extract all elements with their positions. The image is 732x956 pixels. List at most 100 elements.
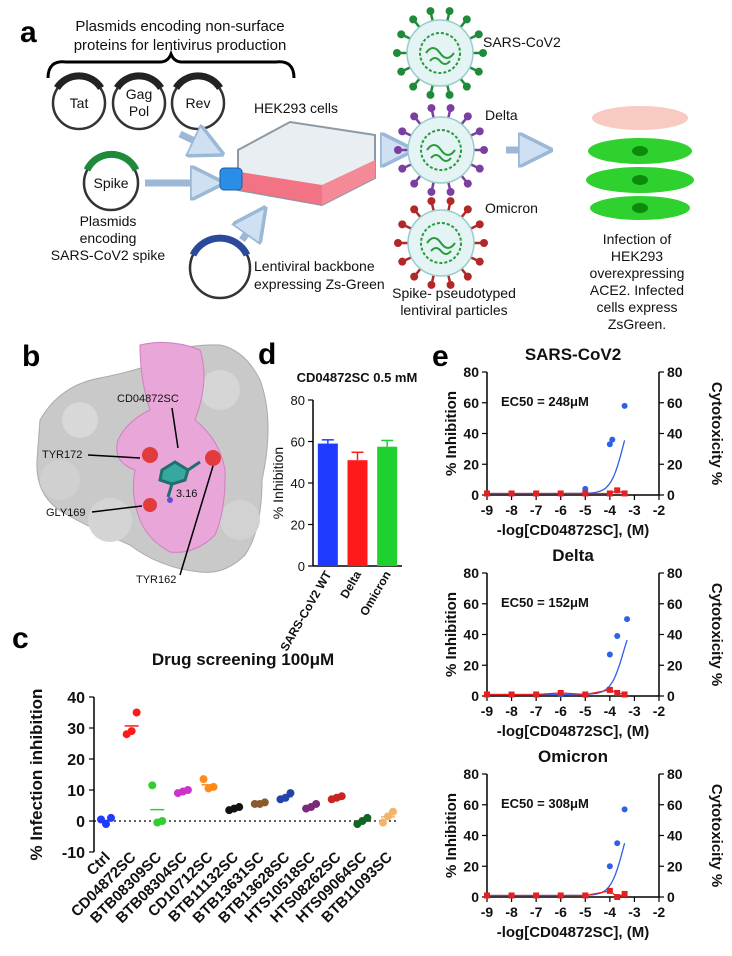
cytotoxicity-point [614,487,621,494]
spike-head [398,220,407,229]
y2-tick-label: 80 [667,766,683,782]
chart-title: CD04872SC 0.5 mM [297,370,418,385]
y2-tick-label: 60 [667,395,683,411]
cell-flask-icon [219,120,376,207]
x-tick-label: -5 [579,904,592,920]
particles-label-1: Spike- pseudotyped [392,285,516,301]
spike-head [462,82,471,91]
x-tick-label: -9 [481,904,494,920]
x-tick-label: -4 [604,904,617,920]
y-tick-label: 80 [463,766,479,782]
data-point [183,786,192,794]
plasmid-gag-label: Gag [126,86,152,102]
virus-label-delta: Delta [485,107,518,123]
infection-label-5: cells express [597,299,678,315]
spike-head [474,30,483,39]
spike-head [475,257,484,266]
virus-genome [425,47,455,65]
data-point [148,781,157,790]
panel-a: a Plasmids encoding non-surface proteins… [20,7,694,332]
infected-cells-icon [586,106,694,220]
arrow-icon [87,454,141,459]
arrow-icon [91,505,143,513]
cytotoxicity-point [582,691,589,698]
x-tick-label: -2 [653,703,666,719]
inhibition-curve [487,440,626,495]
spike-head [462,15,471,24]
x-tick-label: -7 [530,502,543,518]
particles-label-2: lentiviral particles [400,302,507,318]
spike-head [410,272,419,281]
panel-letter-b: b [22,340,40,373]
cytotoxicity-curve [487,489,625,495]
x-tick-label: -4 [604,502,617,518]
spike-head [394,239,402,247]
spike-head [427,197,436,206]
y-tick-label: 10 [67,783,85,800]
spike-head [445,7,454,16]
cytotoxicity-point [508,691,515,698]
y-tick-label: 40 [463,627,479,643]
cytotoxicity-curve [487,890,625,898]
x-tick-label: -5 [579,703,592,719]
data-point [363,813,372,822]
x-tick-label: -9 [481,502,494,518]
spike-head [394,146,402,154]
y-tick-label: 40 [291,476,305,491]
x-tick-label: -6 [554,502,567,518]
plasmid-gagpol-icon: Gag Pol [111,72,167,131]
data-point [199,775,208,784]
plasmid-spike-label: Spike [93,175,128,191]
residue-label-tyr172: TYR172 [42,449,82,461]
x-tick-label: -8 [505,703,518,719]
x-tick-label: -7 [530,904,543,920]
virus-genome [426,144,456,162]
y-tick-label: 60 [463,797,479,813]
ec50-label: EC50 = 248μM [501,394,589,409]
inhibition-point [614,840,621,847]
chart-title: SARS-CoV2 [525,345,621,364]
y2-tick-label: 0 [667,889,675,905]
backbone-label-2: expressing Zs-Green [254,276,385,292]
panel-letter-e: e [432,340,449,373]
inhibition-point [606,651,613,658]
infection-label-2: HEK293 [611,248,663,264]
y-tick-label: 20 [463,858,479,874]
cytotoxicity-point [614,894,621,900]
spike-head [463,272,472,281]
cytotoxicity-point [557,892,564,899]
spike-head [463,205,472,214]
virus-delta-icon [394,104,488,196]
y2-axis-label: Cytotoxicity % [708,583,725,686]
x-tick-label: -3 [628,904,641,920]
cytotoxicity-point [614,689,621,696]
residue-label-tyr162: TYR162 [136,574,176,586]
y-tick-label: 40 [463,828,479,844]
y-tick-label: 20 [291,518,305,533]
y-tick-label: 20 [67,752,85,769]
spike-head [398,127,407,136]
cytotoxicity-point [606,686,613,693]
data-point [235,803,244,812]
y-tick-label: 60 [463,596,479,612]
virus-rna [420,222,462,264]
data-point [286,789,295,798]
x-tick-label: -2 [653,502,666,518]
inhibition-curve [487,639,628,696]
plasmid-header-line1: Plasmids encoding non-surface [75,18,284,35]
y2-tick-label: 40 [667,828,683,844]
cytotoxicity-point [533,892,540,899]
data-point [158,817,167,825]
x-tick-label: -6 [554,904,567,920]
y-axis-label: % Inhibition [443,592,460,677]
spike-head [410,205,419,214]
cytotoxicity-point [621,890,628,897]
y-tick-label: 40 [67,690,85,707]
inhibition-point [621,402,628,409]
cytotoxicity-point [508,892,515,899]
inhibition-curve [487,843,626,897]
cytotoxicity-point [621,490,628,497]
